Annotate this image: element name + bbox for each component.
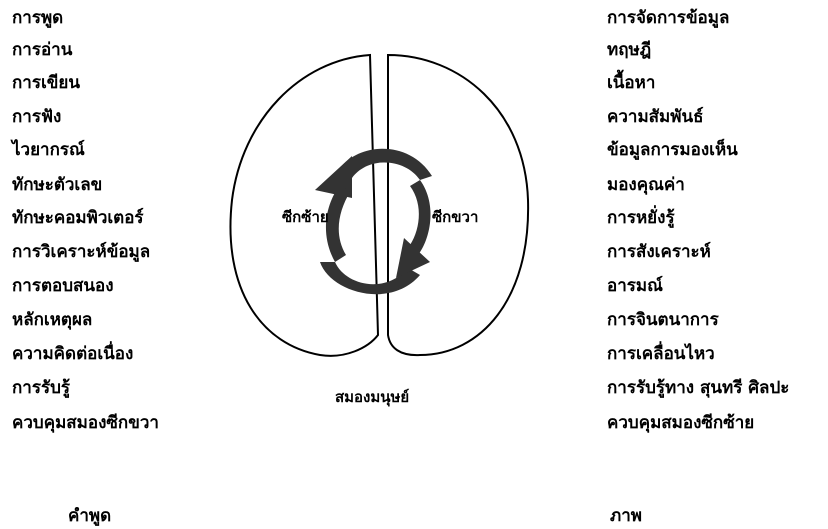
right-hemisphere (388, 55, 528, 355)
left-hemisphere-label: ซีกซ้าย (282, 208, 329, 226)
brain-caption: สมองมนุษย์ (335, 388, 409, 407)
right-hemisphere-label: ซีกขวา (432, 208, 478, 226)
left-hemisphere (230, 55, 378, 356)
